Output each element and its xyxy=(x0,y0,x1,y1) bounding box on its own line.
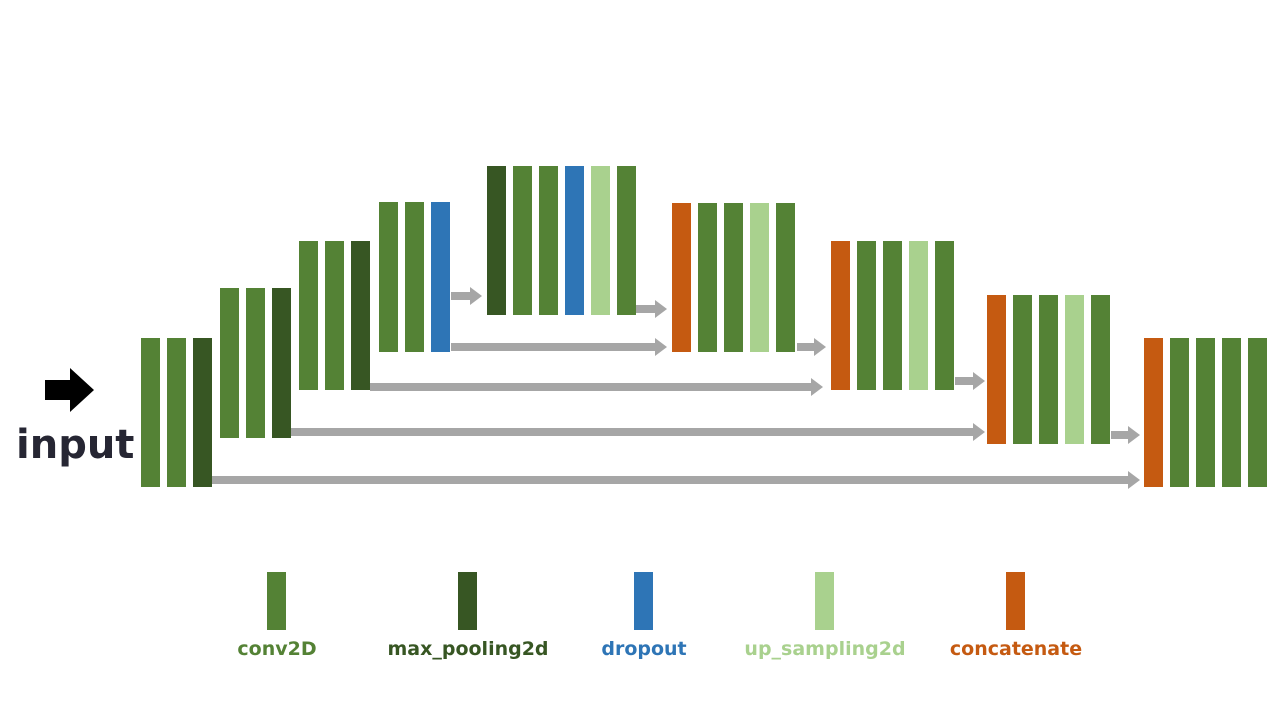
flow-arrow-block-6-to-block-7 xyxy=(797,338,826,356)
legend-label: conv2D xyxy=(237,638,316,660)
layer-concatenate xyxy=(1144,338,1163,487)
layer-dropout xyxy=(565,166,584,315)
layer-conv2D xyxy=(220,288,239,438)
layer-max-pooling2d xyxy=(193,338,212,487)
layer-conv2D xyxy=(141,338,160,487)
layer-up-sampling2d xyxy=(591,166,610,315)
block-7 xyxy=(831,241,954,390)
block-2 xyxy=(220,288,291,438)
flow-arrow-block-8-to-block-9 xyxy=(1111,426,1140,444)
legend-item-conv2D: conv2D xyxy=(237,572,317,660)
block-4 xyxy=(379,202,450,352)
legend-swatch xyxy=(267,572,286,630)
legend-label: concatenate xyxy=(950,638,1082,660)
legend-swatch xyxy=(815,572,834,630)
input-indicator: input xyxy=(16,368,134,468)
layer-conv2D xyxy=(1039,295,1058,444)
layer-max-pooling2d xyxy=(351,241,370,390)
block-9 xyxy=(1144,338,1267,487)
layer-dropout xyxy=(431,202,450,352)
block-1 xyxy=(141,338,212,487)
layer-conv2D xyxy=(325,241,344,390)
legend-item-dropout: dropout xyxy=(601,572,687,660)
network-blocks xyxy=(141,166,1267,487)
legend-item-up-sampling2d: up_sampling2d xyxy=(744,572,906,660)
layer-conv2D xyxy=(167,338,186,487)
legend-label: up_sampling2d xyxy=(744,638,905,660)
layer-conv2D xyxy=(379,202,398,352)
layer-conv2D xyxy=(1091,295,1110,444)
flow-arrow-block-5-to-block-6 xyxy=(636,300,667,318)
layer-conv2D xyxy=(1222,338,1241,487)
legend-swatch xyxy=(1006,572,1025,630)
layer-conv2D xyxy=(1170,338,1189,487)
layer-conv2D xyxy=(405,202,424,352)
layer-conv2D xyxy=(513,166,532,315)
right-arrow-icon xyxy=(45,368,94,412)
layer-concatenate xyxy=(672,203,691,352)
layer-conv2D xyxy=(617,166,636,315)
skip-arrow-block-4-to-block-6 xyxy=(451,338,667,356)
layer-up-sampling2d xyxy=(750,203,769,352)
layer-up-sampling2d xyxy=(1065,295,1084,444)
legend: conv2D max_pooling2d dropout up_sampling2d c… xyxy=(237,572,1082,660)
connection-arrows xyxy=(212,287,1140,489)
layer-concatenate xyxy=(987,295,1006,444)
legend-swatch xyxy=(634,572,653,630)
block-8 xyxy=(987,295,1110,444)
layer-conv2D xyxy=(857,241,876,390)
block-5 xyxy=(487,166,636,315)
layer-conv2D xyxy=(935,241,954,390)
flow-arrow-block-7-to-block-8 xyxy=(955,372,985,390)
legend-label: dropout xyxy=(601,638,686,660)
layer-conv2D xyxy=(1248,338,1267,487)
skip-arrow-block-3-to-block-7 xyxy=(370,378,823,396)
layer-conv2D xyxy=(246,288,265,438)
layer-conv2D xyxy=(724,203,743,352)
skip-arrow-block-1-to-block-9 xyxy=(212,471,1140,489)
layer-max-pooling2d xyxy=(272,288,291,438)
legend-label: max_pooling2d xyxy=(387,638,548,660)
block-3 xyxy=(299,241,370,390)
layer-conv2D xyxy=(539,166,558,315)
layer-conv2D xyxy=(299,241,318,390)
layer-concatenate xyxy=(831,241,850,390)
layer-conv2D xyxy=(1196,338,1215,487)
layer-max-pooling2d xyxy=(487,166,506,315)
layer-up-sampling2d xyxy=(909,241,928,390)
layer-conv2D xyxy=(1013,295,1032,444)
skip-arrow-block-2-to-block-8 xyxy=(290,423,985,441)
legend-item-concatenate: concatenate xyxy=(950,572,1082,660)
flow-arrow-block-4-to-block-5 xyxy=(451,287,482,305)
layer-conv2D xyxy=(698,203,717,352)
legend-swatch xyxy=(458,572,477,630)
block-6 xyxy=(672,203,795,352)
layer-conv2D xyxy=(883,241,902,390)
legend-item-max-pooling2d: max_pooling2d xyxy=(387,572,549,660)
layer-conv2D xyxy=(776,203,795,352)
input-label: input xyxy=(16,422,134,468)
